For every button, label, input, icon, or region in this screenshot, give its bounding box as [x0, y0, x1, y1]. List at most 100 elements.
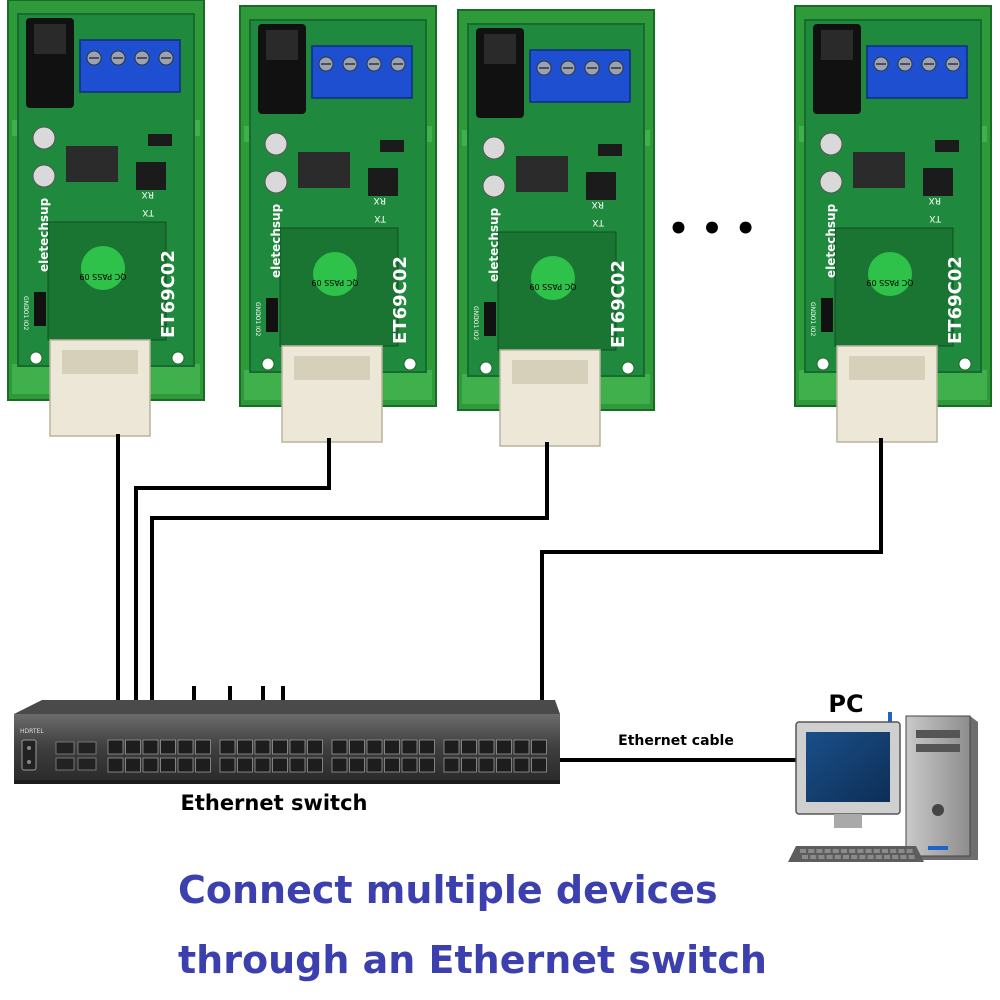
switch-rj45-port	[289, 739, 306, 755]
switch-rj45-port	[384, 739, 400, 755]
keyboard-key	[818, 855, 825, 859]
switch-rj45-port	[177, 739, 194, 755]
switch-rj45-port	[237, 757, 253, 773]
caption-line-2: through an Ethernet switch	[178, 938, 767, 982]
switch-rj45-port	[307, 757, 323, 773]
switch-rj45-port	[531, 739, 547, 755]
switch-rj45-port	[531, 757, 547, 773]
device-4-model: ET69C02	[945, 256, 966, 344]
switch-rj45-port	[461, 739, 477, 755]
switch-rj45-port	[254, 757, 271, 773]
keyboard-key	[884, 855, 890, 859]
switch-rj45-port	[142, 739, 159, 755]
keyboard-key	[808, 849, 815, 853]
switch-rj45-port	[107, 739, 124, 755]
keyboard-key	[898, 849, 905, 853]
keyboard-key	[906, 849, 913, 853]
switch-label: Ethernet switch	[180, 791, 367, 815]
device-3-brand: eletechsup	[487, 207, 501, 282]
device-4-qc-label: QC PASS 09	[866, 278, 913, 287]
keyboard-key	[849, 849, 856, 853]
switch-rj45-port	[478, 757, 495, 773]
switch-rj45-port	[237, 739, 253, 755]
keyboard-key	[882, 849, 888, 853]
device-1-pin-label: IO1	[22, 308, 29, 318]
switch-rj45-port	[443, 757, 460, 773]
ellipsis-more-devices: • • •	[668, 209, 757, 249]
switch-rj45-port	[219, 739, 236, 755]
keyboard-key	[867, 855, 874, 859]
device-2-led-label: RX	[374, 195, 386, 205]
switch-rj45-port	[443, 739, 460, 755]
switch-rj45-port	[160, 757, 176, 773]
switch-rj45-port	[331, 757, 348, 773]
device-4-led-label: TX	[929, 213, 942, 223]
device-3-model: ET69C02	[608, 260, 629, 348]
device-2-pin-label: IO2	[254, 326, 261, 336]
cables	[116, 434, 883, 762]
device-3-pin-label: IO2	[472, 330, 479, 340]
keyboard-key	[832, 849, 839, 853]
keyboard-keys	[800, 849, 915, 859]
keyboard-key	[900, 855, 907, 859]
switch-rj45-port	[177, 757, 194, 773]
device-4-pin-label: IO1	[809, 314, 816, 324]
device-2-pin-label: IO1	[254, 314, 261, 324]
switch-rj45-port	[461, 757, 477, 773]
device-3-led-label: RX	[592, 199, 604, 209]
switch-uplink-port	[55, 757, 75, 771]
ethernet-switch: HDRTEL	[14, 700, 560, 784]
keyboard-key	[816, 849, 823, 853]
keyboard-key	[857, 849, 864, 853]
device-3-led-label: TX	[592, 217, 605, 227]
keyboard-key	[802, 855, 808, 859]
switch-rj45-port	[254, 739, 271, 755]
keyboard-key	[826, 855, 833, 859]
switch-rj45-port	[125, 739, 141, 755]
switch-rj45-port	[160, 739, 176, 755]
switch-rj45-port	[496, 739, 512, 755]
device-1-pin-label: IO2	[22, 320, 29, 330]
device-1-pin-label: GND	[22, 296, 29, 310]
switch-rj45-port	[289, 757, 306, 773]
keyboard-key	[843, 855, 849, 859]
keyboard-key	[800, 849, 806, 853]
caption-line-1: Connect multiple devices	[178, 868, 718, 912]
device-4-brand: eletechsup	[824, 203, 838, 278]
keyboard-key	[873, 849, 880, 853]
switch-uplink-port	[77, 741, 97, 755]
device-2-qc-label: QC PASS 09	[311, 278, 358, 287]
switch-rj45-port	[195, 757, 211, 773]
keyboard-key	[908, 855, 915, 859]
pc-computer-icon: PC	[788, 690, 978, 862]
switch-rj45-port	[219, 757, 236, 773]
keyboard-key	[841, 849, 847, 853]
switch-uplink-port	[55, 741, 75, 755]
cable-device-3	[150, 442, 549, 748]
cable-device-2	[134, 438, 331, 748]
switch-rj45-port	[307, 739, 323, 755]
switch-rj45-port	[272, 757, 288, 773]
switch-rj45-port	[142, 757, 159, 773]
switch-brand: HDRTEL	[20, 728, 44, 735]
keyboard-key	[890, 849, 897, 853]
cable-label: Ethernet cable	[618, 733, 734, 749]
device-4-pin-label: IO2	[809, 326, 816, 336]
cable-device-4	[540, 438, 883, 748]
device-1-led-label: RX	[142, 189, 154, 199]
switch-rj45-port	[349, 739, 365, 755]
switch-rj45-port	[195, 739, 211, 755]
switch-rj45-port	[513, 757, 530, 773]
device-4-pin-label: GND	[809, 302, 816, 316]
switch-rj45-port	[272, 739, 288, 755]
switch-rj45-port	[513, 739, 530, 755]
keyboard-key	[824, 849, 831, 853]
keyboard-key	[834, 855, 841, 859]
device-2-brand: eletechsup	[269, 203, 283, 278]
